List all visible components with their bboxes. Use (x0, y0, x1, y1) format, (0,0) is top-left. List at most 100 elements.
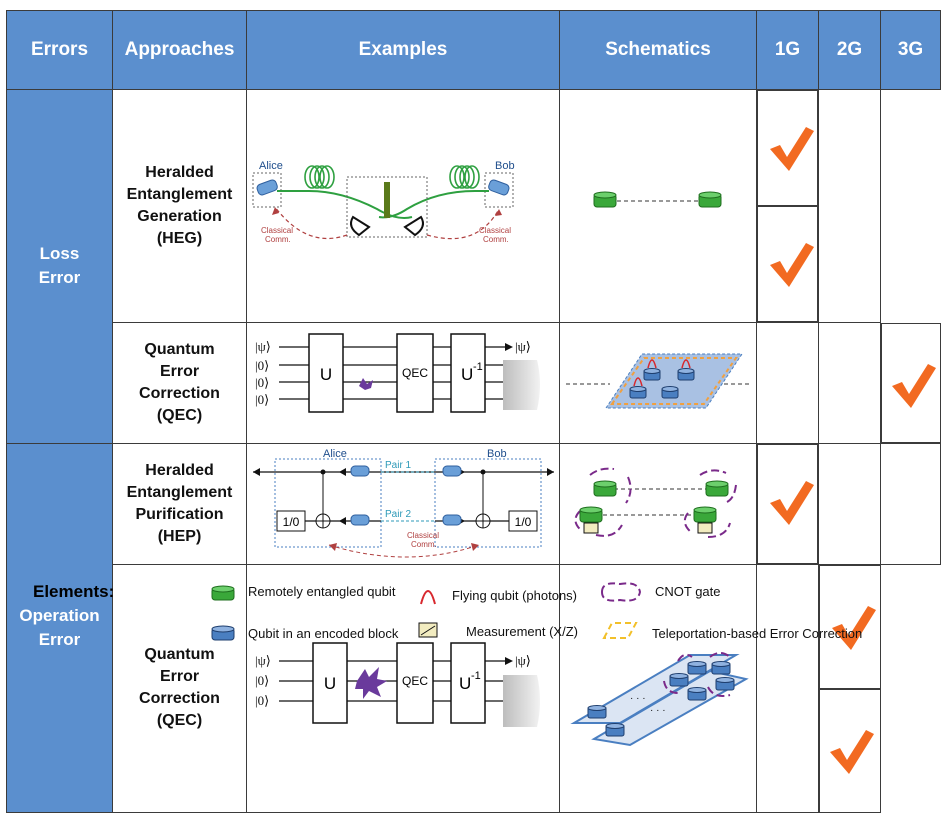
heg-3g-cell (818, 89, 881, 323)
detector-right-icon (403, 215, 424, 237)
unitary-gate (308, 333, 344, 413)
fiber-coil-right-icon (449, 165, 480, 189)
qec-label: QEC (402, 674, 428, 688)
heg-comm-label-right: Comm. (483, 235, 509, 244)
cnot-icon (683, 468, 737, 538)
approach-line: Quantum (144, 340, 215, 358)
inverse-superscript: -1 (471, 670, 481, 682)
measurement-shade (503, 359, 540, 410)
photon-icon (681, 359, 691, 368)
unitary-label: U (320, 365, 332, 384)
entangled-qubit-icon (705, 480, 729, 496)
detector-left-icon (350, 215, 371, 237)
encoded-qubit-icon (211, 625, 235, 641)
approach-line: (HEP) (157, 527, 202, 545)
error-loss-label: Loss Error (38, 244, 81, 288)
heg-diagram: Alice Bob (252, 160, 515, 244)
entangled-qubit-icon (698, 191, 722, 208)
error-approach-table: Errors Approaches Examples Schematics 1G… (6, 10, 941, 813)
row-hep: Operation Error Heralded Entanglement Pu… (6, 442, 941, 813)
approach-qec-loss: Quantum Error Correction (QEC) (112, 322, 247, 444)
pair2-label: Pair 2 (385, 509, 412, 520)
approach-line: (HEG) (156, 230, 203, 247)
example-heg: Alice Bob (246, 89, 560, 323)
approach-line: Heralded (145, 461, 214, 479)
check-icon (770, 480, 814, 525)
heg-classical-label: Classical (261, 226, 293, 235)
meas-label-right: 1/0 (515, 515, 532, 529)
heg-2g-cell (757, 206, 818, 322)
beam-splitter-icon (384, 182, 390, 218)
qec-loss-3g-cell (881, 322, 941, 443)
zero-ket-label: |0⟩ (255, 392, 269, 407)
heg-1g-cell (757, 90, 818, 206)
approach-hep: Heralded Entanglement Purification (HEP) (112, 442, 247, 565)
entangled-qubit-icon (593, 480, 617, 496)
measurement-icon (583, 522, 599, 533)
photon-icon (420, 590, 436, 605)
bob-qubit-icon (488, 179, 510, 196)
inverse-unitary-label: U (459, 674, 471, 693)
ellipsis-mark: · · · (650, 705, 666, 716)
error-operation-label: Operation Error (19, 605, 100, 649)
legend-flying: Flying qubit (photons) (452, 588, 578, 603)
ellipsis-mark: · · · (630, 693, 646, 704)
row-heg: Loss Error Heralded Entanglement Generat… (6, 89, 941, 444)
check-icon (832, 605, 876, 650)
encoded-qubit-icon (629, 385, 647, 399)
psi-ket-label: |ψ⟩ (255, 653, 271, 668)
hep-2g-cell (818, 442, 881, 565)
approach-line: Correction (139, 690, 220, 708)
measurement-icon (418, 622, 438, 638)
example-qec-loss: |ψ⟩ |0⟩ |0⟩ |0⟩ U QEC U (246, 322, 560, 444)
hep-alice-label: Alice (323, 448, 347, 460)
fiber-coil-left-icon (304, 165, 335, 189)
teleportation-box (610, 356, 738, 405)
encoded-qubit-icon (661, 385, 679, 399)
check-icon (770, 127, 814, 171)
approach-line: Purification (135, 505, 224, 523)
qec-label: QEC (402, 366, 428, 380)
hep-3g-cell (880, 442, 941, 565)
heg-classical-label-right: Classical (479, 226, 511, 235)
measurement-icon (697, 522, 713, 533)
error-burst-icon (359, 377, 373, 390)
encoded-qubit-icon (687, 661, 707, 675)
encoded-qubit-icon (587, 705, 607, 719)
approach-line: Entanglement (126, 483, 233, 501)
alice-qubit-icon (256, 179, 278, 196)
encoded-qubit-icon (677, 367, 695, 381)
qec-loss-1g-cell (756, 322, 819, 444)
legend-cnot: CNOT gate (655, 584, 721, 599)
teleportation-icon (602, 622, 638, 639)
legend-measurement: Measurement (X/Z) (466, 624, 578, 639)
approach-line: (QEC) (156, 406, 203, 424)
header-examples: Examples (246, 10, 560, 90)
qec-loss-circuit: |ψ⟩ |0⟩ |0⟩ |0⟩ U QEC U (255, 333, 540, 413)
photon-icon (647, 359, 657, 368)
header-approaches: Approaches (112, 10, 247, 90)
psi-out-label: |ψ⟩ (515, 653, 531, 668)
check-icon (770, 243, 814, 287)
header-errors: Errors (6, 10, 113, 90)
approach-heg: Heralded Entanglement Generation (HEG) (112, 89, 247, 323)
encoded-qubit-icon (643, 367, 661, 381)
zero-ket-label: |0⟩ (255, 693, 269, 708)
hep-1g-cell (757, 443, 818, 564)
qec-loss-schematic (566, 353, 750, 409)
cnot-icon (600, 582, 642, 602)
entangled-qubit-icon (693, 506, 717, 522)
measure-box-left (276, 510, 306, 531)
legend-encoded: Qubit in an encoded block (248, 626, 399, 641)
approach-line: Error (159, 668, 200, 686)
zero-ket-label: |0⟩ (255, 358, 269, 373)
qec-gate (396, 333, 434, 413)
approach-line: Error (159, 362, 200, 380)
example-hep: Alice Bob Pair 1 Pair 2 (246, 442, 560, 565)
encoded-block (605, 353, 743, 409)
header-2g: 2G (818, 10, 881, 90)
legend-title: Elements: (33, 582, 115, 601)
hep-schematic (574, 467, 737, 538)
approach-line: Generation (137, 208, 222, 225)
unitary-label: U (324, 674, 336, 693)
